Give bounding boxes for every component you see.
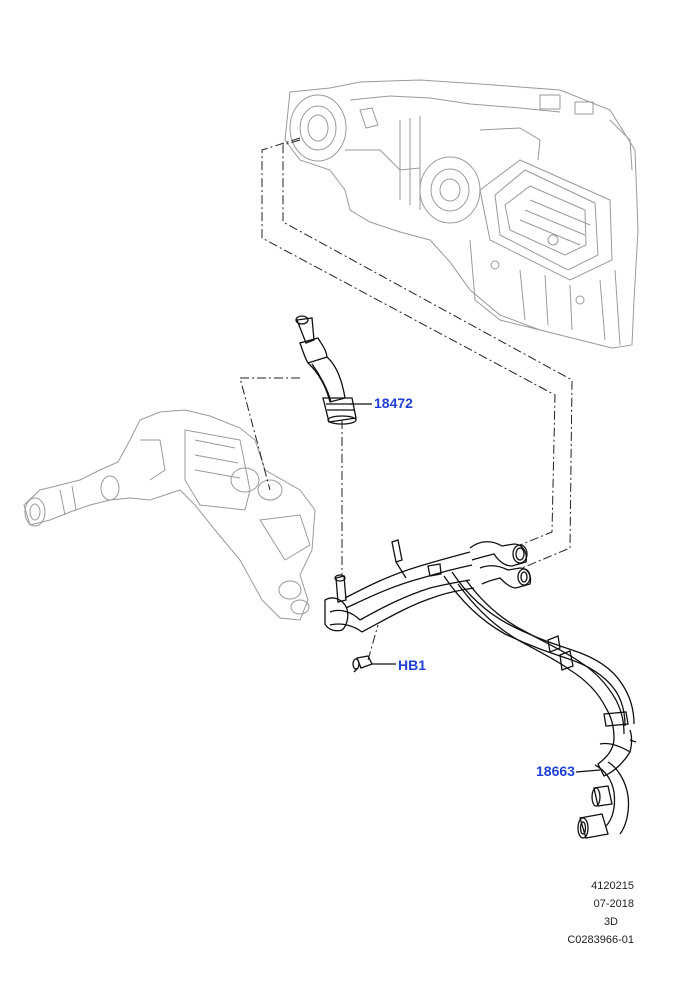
- illustration-code: C0283966-01: [567, 934, 634, 946]
- leader-lines: [239, 137, 573, 661]
- callout-18472[interactable]: 18472: [374, 395, 413, 411]
- bolt-hb1[interactable]: [352, 655, 373, 673]
- callout-leaders: [350, 403, 601, 773]
- callout-hb1[interactable]: HB1: [398, 657, 427, 673]
- illustration-view: 3D: [603, 916, 618, 928]
- illustration-date: 07-2018: [593, 898, 634, 910]
- hose-18472[interactable]: [295, 315, 357, 425]
- heater-hose-assembly-18663[interactable]: [324, 539, 637, 839]
- illustration-number: 4120215: [591, 880, 634, 892]
- hvac-housing-context: [284, 79, 639, 349]
- callout-18663[interactable]: 18663: [536, 763, 575, 779]
- engine-egr-context: [23, 409, 316, 621]
